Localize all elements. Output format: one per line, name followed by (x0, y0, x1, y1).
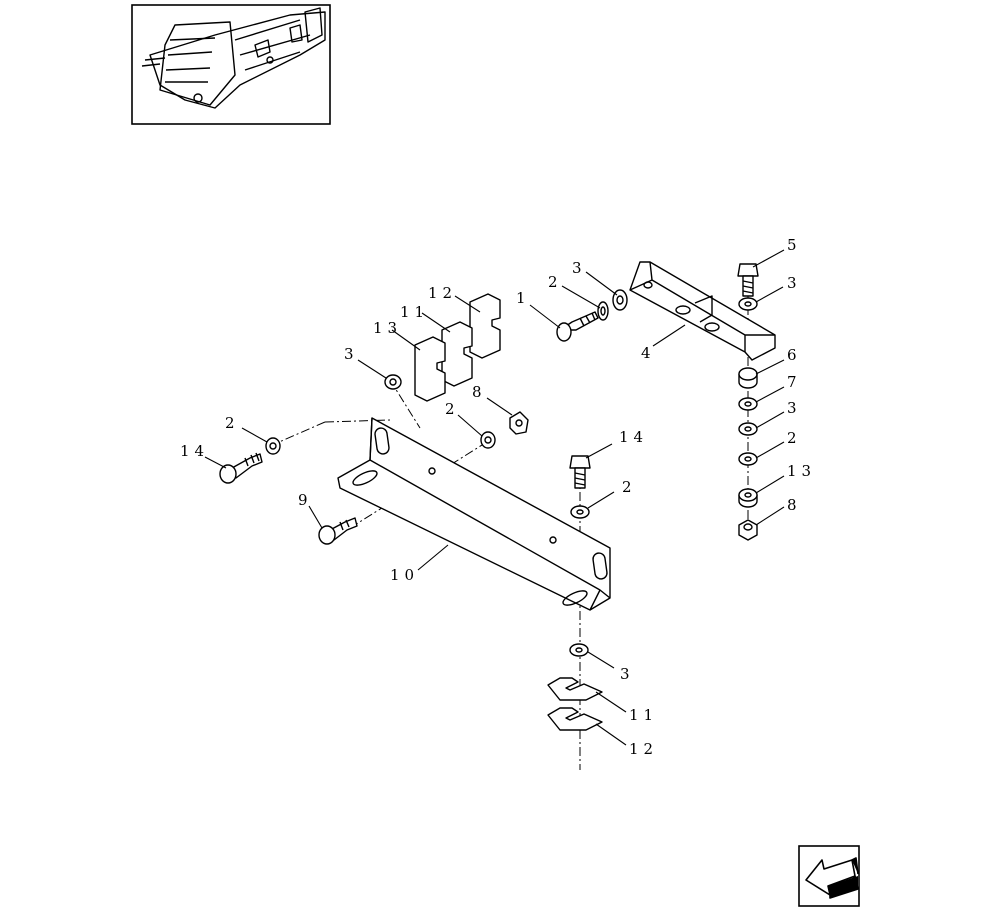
callout-11: 11 (400, 303, 429, 321)
callout-1: 1 (516, 289, 531, 307)
washer-part-3-lower (569, 643, 589, 657)
callout-2: 2 (445, 400, 460, 418)
callout-2: 2 (225, 414, 240, 432)
callout-3: 3 (572, 259, 587, 277)
callout-2: 2 (787, 429, 802, 447)
callout-9: 9 (298, 491, 313, 509)
callout-3: 3 (787, 274, 802, 292)
washer-part-2-mid (480, 431, 496, 449)
washer-part-2-upper (597, 301, 609, 321)
washer-part-2-left (265, 437, 281, 455)
shim-parts-lower (547, 677, 603, 731)
bolt-part-14-left (219, 452, 263, 484)
callout-3: 3 (620, 665, 635, 683)
washer-part-3-left (384, 374, 402, 390)
bolt-part-1 (556, 311, 599, 342)
previous-page-button[interactable] (798, 845, 860, 907)
callout-2: 2 (548, 273, 563, 291)
leader-lines (204, 249, 785, 746)
callout-12: 12 (629, 740, 658, 758)
callout-8: 8 (787, 496, 802, 514)
nut-part-8-left (509, 411, 529, 435)
callout-13: 13 (373, 319, 402, 337)
callout-14: 14 (180, 442, 209, 460)
bolt-part-14-right (569, 455, 591, 489)
callout-5: 5 (787, 236, 802, 254)
callout-11: 11 (629, 706, 658, 724)
callout-12: 12 (428, 284, 457, 302)
bolt-part-9 (318, 517, 358, 545)
washer-stack-right (738, 297, 758, 541)
callout-3: 3 (344, 345, 359, 363)
callout-7: 7 (787, 373, 802, 391)
callout-labels: 1 2 3 4 5 3 6 7 3 2 13 8 12 11 13 3 8 2 … (180, 236, 816, 758)
overview-thumbnail[interactable] (131, 4, 331, 125)
callout-2: 2 (622, 478, 637, 496)
callout-10: 10 (390, 566, 419, 584)
washer-part-2-right (570, 505, 590, 519)
callout-13: 13 (787, 462, 816, 480)
callout-3: 3 (787, 399, 802, 417)
callout-4: 4 (641, 344, 656, 362)
callout-14: 14 (619, 428, 648, 446)
upper-bracket-part-4 (629, 261, 776, 361)
previous-page-arrow-icon (805, 857, 859, 899)
main-angle-bracket-part-10 (337, 417, 611, 611)
callout-6: 6 (787, 346, 802, 364)
bolt-part-5 (737, 263, 759, 297)
callout-8: 8 (472, 383, 487, 401)
